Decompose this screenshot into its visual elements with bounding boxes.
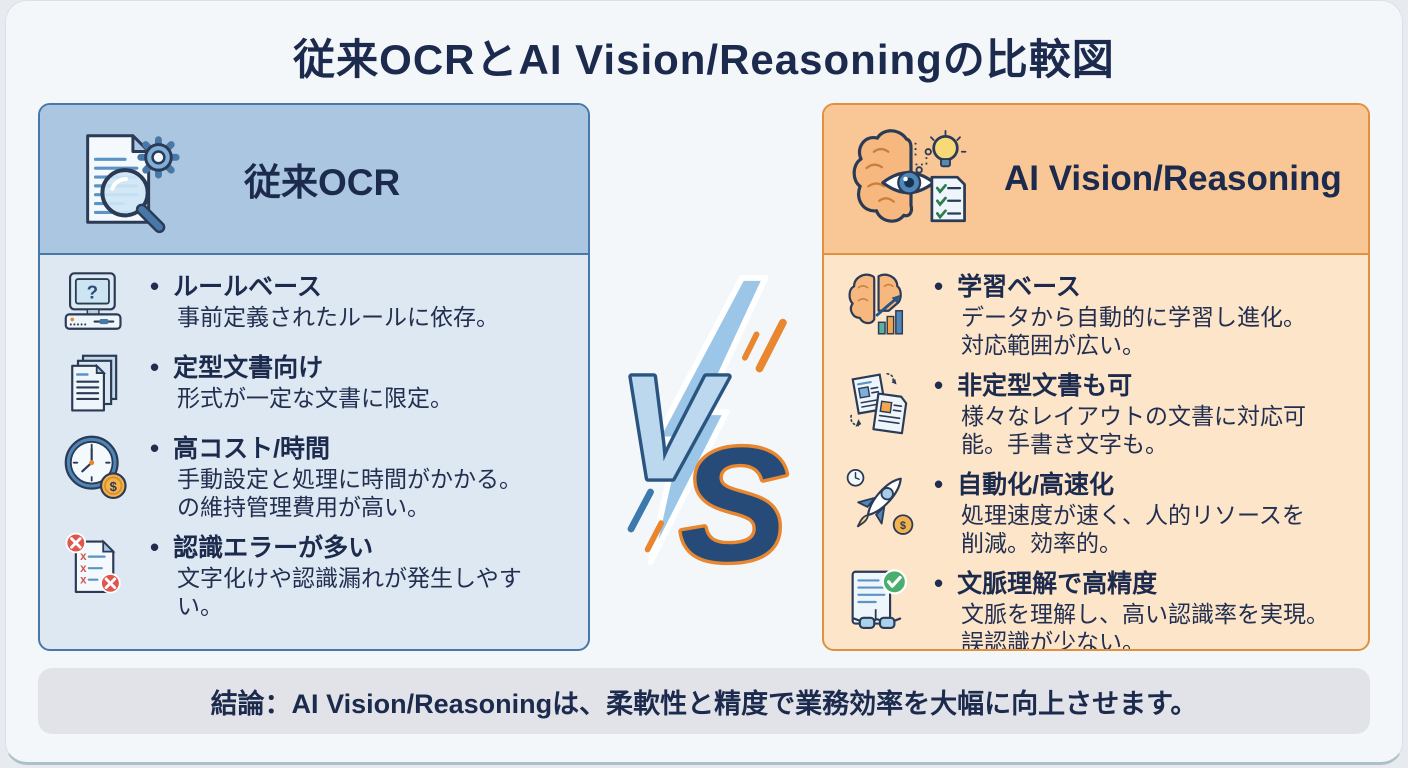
feature-heading: 文脈理解で高精度 [957, 570, 1158, 599]
vs-lightning-graphic: V S [615, 274, 795, 566]
feature-heading: 定型文書向け [173, 354, 324, 382]
panel-ai-vision-body: • 学習ベース データから自動的に学習し進化。 対応範囲が広い。 [824, 255, 1368, 651]
feature-line: 事前定義されたルールに依存。 [177, 304, 499, 330]
clock-money-icon: $ [60, 431, 132, 503]
panel-traditional-ocr: 従来OCR ? • ルールベース 事前定義されたル [38, 103, 590, 651]
brain-growth-chart-icon [844, 269, 916, 341]
feature-unstructured-docs: • 非定型文書も可 様々なレイアウトの文書に対応可 能。手書き文字も。 [844, 366, 1350, 458]
feature-automation-speed: $ • 自動化/高速化 処理速度が速く、人的リソースを 削減。効率的。 [844, 465, 1350, 557]
bullet: • [934, 469, 944, 500]
vs-letter-s: S [680, 415, 788, 566]
document-search-gear-icon [68, 120, 186, 238]
feature-line: 能。手書き文字も。 [961, 431, 1168, 458]
bullet: • [150, 532, 160, 563]
feature-line: 削減。効率的。 [961, 530, 1122, 557]
panel-traditional-ocr-title: 従来OCR [244, 162, 401, 203]
feature-context-accuracy: • 文脈理解で高精度 文脈を理解し、高い認識率を実現。 誤認識が少ない。 [844, 564, 1350, 651]
bullet: • [934, 370, 944, 401]
vs-letter-v: V [619, 345, 728, 510]
bullet: • [150, 433, 160, 463]
feature-line: 様々なレイアウトの文書に対応可 [961, 403, 1306, 430]
feature-line: い。 [177, 593, 223, 620]
feature-line: 処理速度が速く、人的リソースを [961, 502, 1305, 529]
feature-line: 文脈を理解し、高い認識率を実現。 [961, 601, 1329, 628]
feature-heading: 認識エラーが多い [173, 534, 374, 563]
svg-text:x: x [80, 551, 87, 563]
feature-learning-based: • 学習ベース データから自動的に学習し進化。 対応範囲が広い。 [844, 267, 1350, 359]
panel-ai-vision: AI Vision/Reasoning • [822, 103, 1370, 651]
page-title: 従来OCRとAI Vision/Reasoningの比較図 [293, 36, 1115, 83]
feature-line: データから自動的に学習し進化。 [961, 304, 1306, 330]
brain-eye-bulb-checklist-icon [852, 120, 970, 238]
conclusion-bar: 結論：AI Vision/Reasoningは、柔軟性と精度で業務効率を大幅に向… [38, 668, 1370, 734]
svg-text:?: ? [87, 282, 98, 303]
feature-high-cost: $ • 高コスト/時間 手動設定と処理に時間がかかる。 の維持管理費用が高い。 [60, 429, 570, 521]
feature-heading: 学習ベース [957, 273, 1081, 301]
feature-heading: 非定型文書も可 [957, 372, 1133, 401]
svg-text:x: x [80, 574, 87, 586]
panel-ai-vision-title: AI Vision/Reasoning [1004, 159, 1342, 198]
feature-rule-based: ? • ルールベース 事前定義されたルールに依存。 [60, 267, 570, 341]
retro-computer-icon: ? [60, 269, 132, 341]
feature-line: 形式が一定な文書に限定。 [177, 385, 453, 411]
document-stack-icon [60, 350, 132, 422]
feature-fixed-format: • 定型文書向け 形式が一定な文書に限定。 [60, 348, 570, 422]
bullet: • [150, 352, 160, 382]
rocket-clock-money-icon: $ [844, 467, 916, 539]
conclusion-text: 結論：AI Vision/Reasoningは、柔軟性と精度で業務効率を大幅に向… [210, 688, 1198, 719]
bullet: • [934, 568, 944, 599]
feature-line: 文字化けや認識漏れが発生しやす [177, 565, 522, 592]
feature-line: 手動設定と処理に時間がかかる。 [177, 466, 522, 492]
feature-line: 誤認識が少ない。 [961, 629, 1145, 651]
bullet: • [934, 271, 944, 301]
feature-heading: ルールベース [173, 273, 322, 301]
svg-text:$: $ [110, 479, 118, 494]
panel-traditional-ocr-header: 従来OCR [40, 105, 588, 255]
svg-text:x: x [80, 563, 87, 575]
context-check-glasses-icon [844, 566, 916, 638]
panel-traditional-ocr-body: ? • ルールベース 事前定義されたルールに依存。 [40, 255, 588, 620]
feature-heading: 高コスト/時間 [173, 435, 331, 463]
feature-line: の維持管理費用が高い。 [177, 494, 430, 521]
layout-documents-icon [844, 368, 916, 440]
svg-text:$: $ [900, 520, 906, 532]
feature-line: 対応範囲が広い。 [961, 332, 1145, 359]
bullet: • [150, 271, 160, 301]
panel-ai-vision-header: AI Vision/Reasoning [824, 105, 1368, 255]
feature-heading: 自動化/高速化 [957, 471, 1115, 500]
